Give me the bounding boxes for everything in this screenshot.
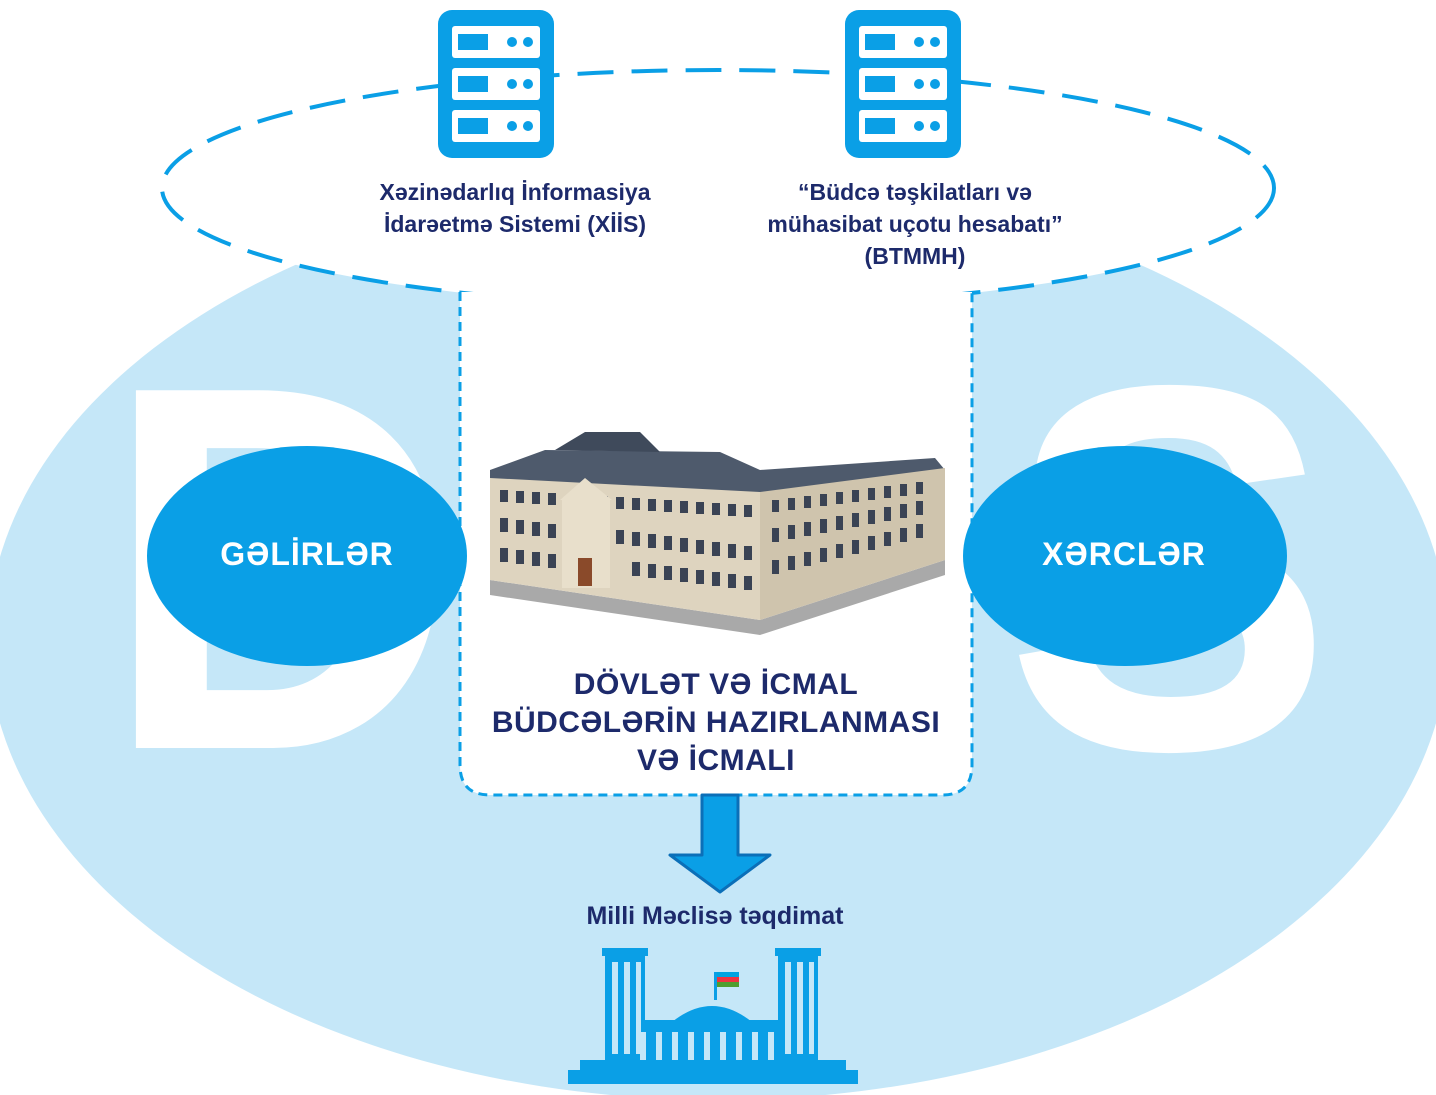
- server-icon: [438, 10, 554, 158]
- azerbaijan-flag-icon: [717, 972, 739, 987]
- server-icon: [845, 10, 961, 158]
- revenue-label: GƏLİRLƏR: [220, 536, 394, 572]
- btmmh-label: “Büdcə təşkilatları və mühasibat uçotu h…: [767, 179, 1063, 269]
- systems-ellipse-border: [160, 68, 1276, 308]
- expense-label: XƏRCLƏR: [1042, 536, 1206, 572]
- center-panel-border: [458, 292, 974, 797]
- ministry-building-icon: [490, 432, 945, 635]
- budget-preparation-title: DÖVLƏT VƏ İCMAL BÜDCƏLƏRİN HAZIRLANMASI …: [491, 668, 941, 777]
- down-arrow-icon: [668, 793, 772, 894]
- revenue-pill: [147, 446, 467, 666]
- xiis-label: Xəzinədarlıq İnformasiya İdarəetmə Siste…: [379, 179, 651, 237]
- submission-label: Milli Məclisə təqdimat: [586, 902, 844, 930]
- parliament-windows: [612, 962, 814, 1060]
- expense-pill: [963, 446, 1287, 666]
